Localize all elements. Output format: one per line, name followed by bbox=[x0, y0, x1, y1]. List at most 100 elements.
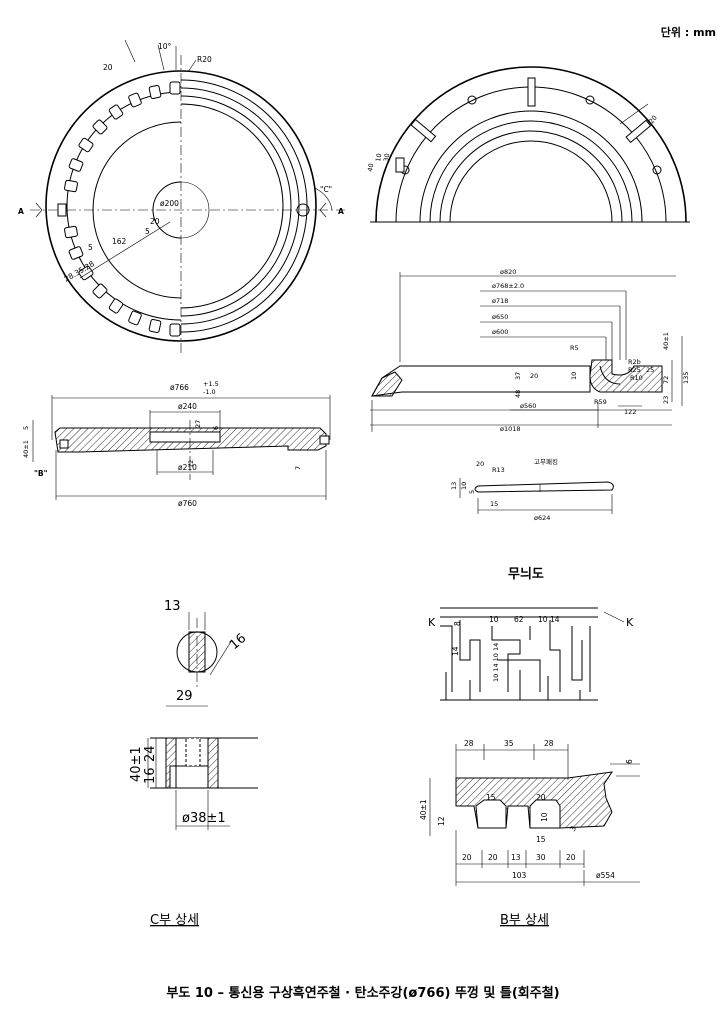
rubber-gasket-detail: 고무패킹 20 R13 13 10 5 15 ø624 bbox=[450, 457, 614, 522]
detail-b-dim-40: 40±1 bbox=[419, 799, 428, 820]
detail-b-view: 28 35 28 6 40±1 12 15 20 10 15 3 20 20 1… bbox=[419, 739, 640, 928]
frame-dim-40: 40±1 bbox=[662, 332, 670, 350]
detail-b-top-dim-0: 28 bbox=[464, 739, 474, 748]
section-dim-5: 5 bbox=[22, 426, 30, 430]
frame-dim-122: 122 bbox=[624, 408, 636, 416]
detail-c-dim-16: 16 bbox=[143, 767, 158, 784]
gasket-dim-10: 10 bbox=[460, 482, 468, 490]
frame-plan-dim-20: 20 bbox=[647, 114, 658, 125]
section-dim-40: 40±1 bbox=[22, 440, 30, 458]
detail-b-bottom-dim-2: 13 bbox=[511, 853, 521, 862]
section-dim-12: 12 bbox=[187, 460, 195, 468]
frame-dim-10: 10 bbox=[570, 372, 578, 380]
detail-b-dim-10: 10 bbox=[540, 812, 549, 822]
frame-plan-dim-10: 10 bbox=[374, 153, 383, 163]
frame-dim-4: ø600 bbox=[492, 328, 508, 336]
gasket-dim-5: 5 bbox=[468, 490, 476, 494]
frame-dim-r5: R5 bbox=[570, 344, 579, 352]
pattern-dim-8: 8 bbox=[453, 621, 462, 626]
detail-c-dim-13: 13 bbox=[164, 599, 181, 614]
plan-label-a-right: A bbox=[338, 207, 344, 216]
detail-c-dim-d16: 16 bbox=[227, 631, 249, 653]
detail-c-dim-24: 24 bbox=[143, 745, 158, 762]
frame-dim-0: ø820 bbox=[500, 268, 516, 276]
section-dim-tol-minus: -1.0 bbox=[203, 388, 216, 396]
detail-b-dim-103: 103 bbox=[512, 871, 527, 880]
plan-dim-5b: 5 bbox=[145, 227, 150, 236]
detail-b-top-dim-1: 35 bbox=[504, 739, 514, 748]
frame-plan-dim-40: 40 bbox=[366, 163, 375, 173]
frame-dim-r59: R59 bbox=[594, 398, 607, 406]
frame-dim-d1018: ø1018 bbox=[500, 425, 521, 433]
detail-b-bottom-dim-3: 30 bbox=[536, 853, 546, 862]
detail-b-bottom-dim-1: 20 bbox=[488, 853, 498, 862]
plan-label-a-left: A bbox=[18, 207, 24, 216]
frame-dim-d560: ø560 bbox=[520, 402, 536, 410]
cover-plan-view: 20 10° R20 ø200 162 5 20 5 28.35.28 A A … bbox=[18, 39, 345, 355]
section-dim-d240: ø240 bbox=[178, 402, 197, 411]
detail-b-top-dim-2: 28 bbox=[544, 739, 554, 748]
frame-dim-25: 25 bbox=[646, 366, 654, 374]
plan-dim-20: 20 bbox=[103, 63, 113, 72]
detail-b-dim-12: 12 bbox=[437, 816, 446, 826]
detail-b-dim-15b: 15 bbox=[536, 835, 546, 844]
plan-dim-10deg: 10° bbox=[158, 42, 172, 51]
gasket-dim-d624: ø624 bbox=[534, 514, 550, 522]
frame-dim-23: 23 bbox=[662, 396, 670, 404]
gasket-dim-13: 13 bbox=[450, 482, 458, 490]
frame-dim-3: ø650 bbox=[492, 313, 508, 321]
section-dim-tol-plus: +1.5 bbox=[203, 380, 219, 388]
detail-b-dim-6: 6 bbox=[625, 759, 634, 764]
detail-b-bottom-dim-4: 20 bbox=[566, 853, 576, 862]
detail-c-view: 13 16 29 40±1 24 16 ø38±1 C부 상세 bbox=[129, 599, 258, 928]
detail-c-caption: C부 상세 bbox=[150, 913, 199, 928]
plan-dim-r20: R20 bbox=[197, 55, 212, 64]
frame-dim-2: ø718 bbox=[492, 297, 508, 305]
gasket-dim-r13: R13 bbox=[492, 466, 505, 474]
gasket-label: 고무패킹 bbox=[534, 457, 558, 466]
figure-caption: 부도 10 – 통신용 구상흑연주철 · 탄소주강(ø766) 뚜껑 및 틀(회… bbox=[166, 985, 559, 1001]
section-dim-d210: ø210 bbox=[178, 463, 197, 472]
plan-dim-5a: 5 bbox=[88, 243, 93, 252]
pattern-dim-62: 62 bbox=[514, 615, 524, 624]
surface-pattern-diagram: 무늬도 K K 10 62 10 14 8 14 10 14 10 14 bbox=[428, 566, 634, 701]
pattern-dim-stack: 10 14 10 14 bbox=[492, 643, 500, 682]
pattern-dim-14b: 14 bbox=[451, 646, 460, 656]
cover-section-view: ø766 +1.5 -1.0 ø240 27 6 ø210 12 ø760 5 … bbox=[22, 380, 331, 508]
detail-c-dim-40: 40±1 bbox=[129, 746, 144, 782]
frame-dim-48: 48 bbox=[514, 390, 522, 398]
frame-dim-1: ø768±2.0 bbox=[492, 282, 524, 290]
plan-dim-162: 162 bbox=[112, 237, 127, 246]
section-dim-6: 6 bbox=[212, 426, 220, 430]
section-dim-d760: ø760 bbox=[178, 499, 197, 508]
frame-dim-r2: R2b bbox=[628, 358, 641, 366]
pattern-dim-10a: 10 bbox=[489, 615, 499, 624]
frame-section-view: ø820 ø768±2.0 ø718 ø650 ø600 R5 R25 R2b … bbox=[370, 268, 690, 433]
plan-dim-20b: 20 bbox=[150, 217, 160, 226]
gasket-dim-20: 20 bbox=[476, 460, 484, 468]
section-dim-27: 27 bbox=[194, 420, 202, 428]
plan-label-c: "C" bbox=[320, 185, 332, 194]
frame-plan-dim-30: 30 bbox=[382, 153, 391, 163]
detail-b-caption: B부 상세 bbox=[500, 913, 549, 928]
frame-dim-72: 72 bbox=[662, 376, 670, 384]
pattern-title: 무늬도 bbox=[508, 566, 544, 582]
frame-dim-20: 20 bbox=[530, 372, 538, 380]
detail-c-dim-d38: ø38±1 bbox=[182, 811, 226, 826]
detail-b-dim-d554: ø554 bbox=[596, 871, 615, 880]
section-dim-d766: ø766 bbox=[170, 383, 189, 392]
section-label-b: "B" bbox=[34, 469, 48, 478]
detail-c-dim-29: 29 bbox=[176, 689, 193, 704]
frame-dim-37: 37 bbox=[514, 372, 522, 380]
plan-dim-d200: ø200 bbox=[160, 199, 179, 208]
pattern-k-left: K bbox=[428, 616, 436, 629]
pattern-dim-14a: 14 bbox=[550, 615, 560, 624]
frame-dim-r25: R25 bbox=[628, 366, 641, 374]
gasket-dim-15: 15 bbox=[490, 500, 498, 508]
detail-b-dim-20a: 20 bbox=[536, 793, 546, 802]
unit-label: 단위 : mm bbox=[661, 25, 716, 39]
pattern-k-right: K bbox=[626, 616, 634, 629]
frame-plan-view: 20 40 10 30 bbox=[366, 66, 690, 223]
frame-dim-r10: R10 bbox=[630, 374, 643, 382]
